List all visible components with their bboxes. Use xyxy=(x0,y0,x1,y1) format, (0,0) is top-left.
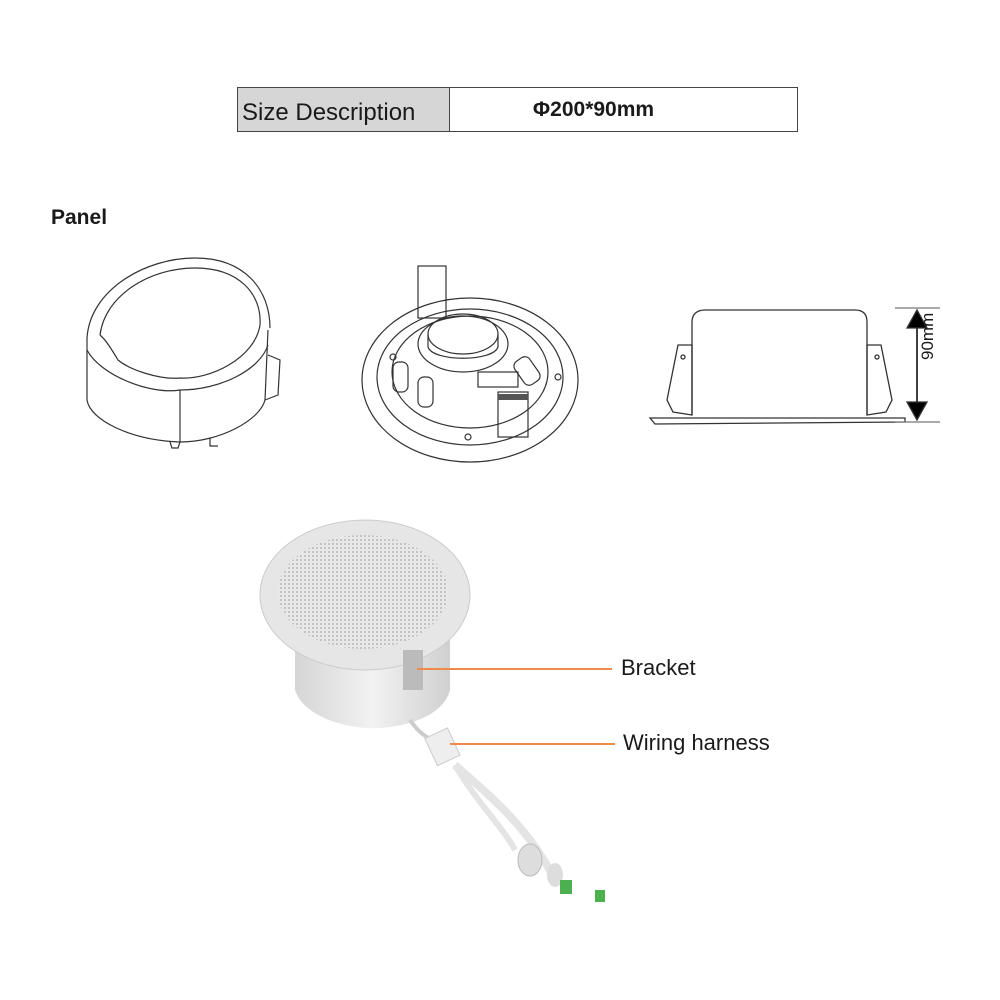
section-title: Panel xyxy=(51,206,108,229)
size-label: Size Description xyxy=(238,88,450,131)
dimension-label: 90mm xyxy=(918,312,937,360)
wiring-harness-leader-line xyxy=(450,743,615,745)
speaker-photo xyxy=(259,519,605,902)
rear-speaker-drawing xyxy=(361,265,579,463)
bracket-callout: Bracket xyxy=(621,655,696,680)
size-value: Φ200*90mm xyxy=(532,97,655,121)
wiring-harness-callout: Wiring harness xyxy=(623,730,770,755)
side-profile-drawing xyxy=(648,307,940,425)
size-table: Size Description Φ200*90mm xyxy=(237,87,798,132)
bracket-leader-line xyxy=(417,668,612,670)
back-housing-drawing xyxy=(86,257,281,449)
